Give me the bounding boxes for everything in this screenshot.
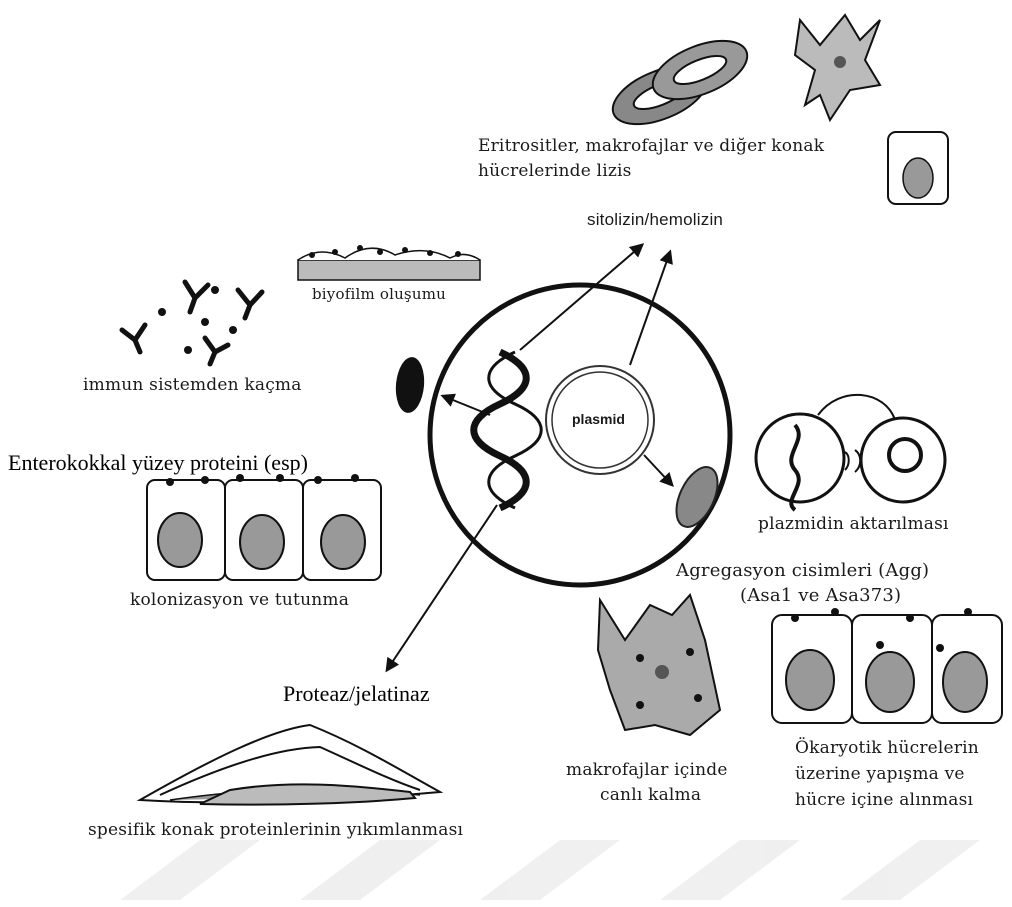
biofilm-label: biyofilm oluşumu [312,285,446,303]
macrophage-survival-line2: canlı kalma [600,785,701,805]
aggregation-label-line2: (Asa1 ve Asa373) [740,585,901,606]
erythrocytes-icon [605,29,756,136]
epithelial-cells-left [147,480,381,580]
biofilm-icon [298,245,480,280]
bacterium-cell [430,285,730,585]
colonization-label: kolonizasyon ve tutunma [130,590,349,610]
cytolysin-label: sitolizin/hemolizin [587,210,723,230]
plasmid-label: plasmid [572,411,625,427]
epithelial-cells-right [772,615,1002,723]
eukaryotic-adhesion-line2: üzerine yapışma ve [795,764,965,784]
lysis-label-line1: Eritrositler, makrofajlar ve diğer konak [478,136,824,156]
plasmid-transfer-label: plazmidin aktarılması [758,514,949,534]
immune-evasion-label: immun sistemden kaçma [83,375,302,395]
antibodies-icon [122,282,262,364]
watermark-stripes [120,840,980,900]
aggregation-label-line1: Agregasyon cisimleri (Agg) [676,560,929,581]
macrophage-bottom-icon [598,595,720,735]
macrophage-top-icon [795,15,880,120]
host-proteins-icon [140,725,440,805]
macrophage-survival-line1: makrofajlar içinde [566,760,728,780]
esp-label: Enterokokkal yüzey proteini (esp) [8,450,308,476]
eukaryotic-adhesion-line1: Ökaryotik hücrelerin [795,738,979,758]
plasmid-transfer-icon [756,395,945,510]
surface-protein-black [394,356,427,414]
eukaryotic-adhesion-line3: hücre içine alınması [795,790,973,810]
protein-degradation-label: spesifik konak proteinlerinin yıkımlanma… [88,820,463,840]
protease-label: Proteaz/jelatinaz [283,681,430,707]
lysis-label-line2: hücrelerinde lizis [478,161,632,181]
